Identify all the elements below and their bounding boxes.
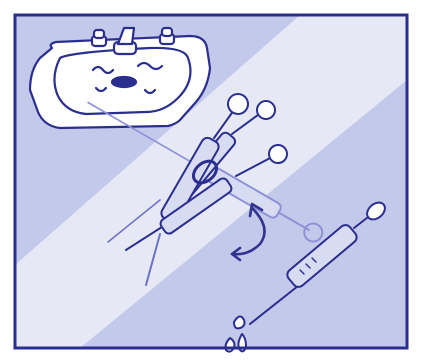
syringe-hub-ring	[191, 159, 219, 185]
sink-icon	[28, 26, 212, 130]
rotate-arrows-icon	[230, 202, 266, 262]
syringe-group-rotating	[87, 93, 324, 286]
syringe-icon	[145, 144, 288, 286]
syringe-icon	[249, 201, 386, 325]
illustration-frame	[13, 13, 409, 350]
